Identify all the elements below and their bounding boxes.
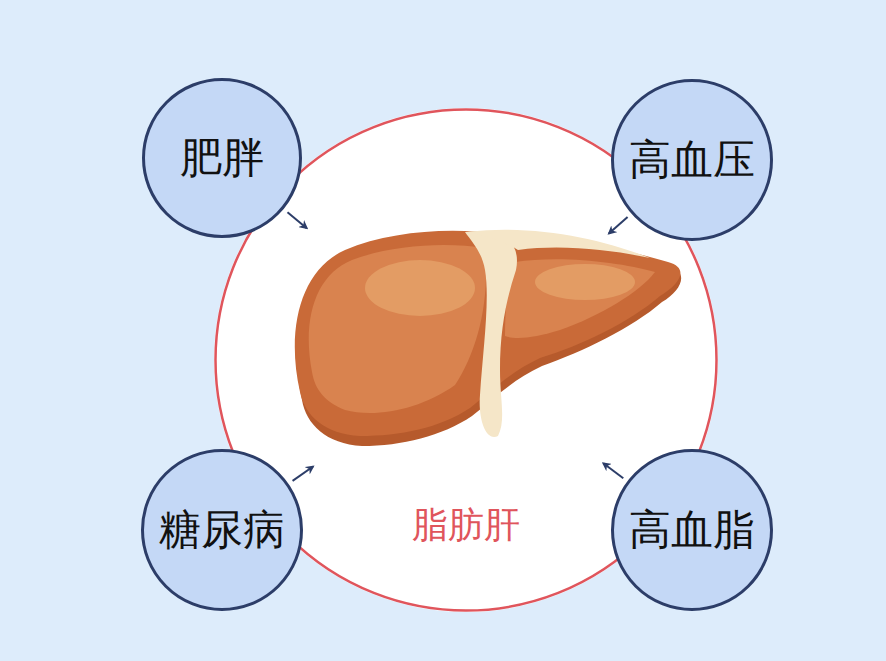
risk-label: 高血压	[629, 137, 755, 183]
arrow-connector	[609, 217, 628, 234]
risk-label: 糖尿病	[159, 507, 285, 553]
arrow-connector	[293, 467, 314, 481]
risk-label: 肥胖	[180, 135, 264, 181]
risk-circle: 肥胖	[142, 78, 302, 238]
risk-circle: 高血脂	[611, 449, 773, 611]
disease-label: 脂肪肝	[412, 505, 520, 545]
arrow-connector	[603, 463, 623, 478]
risk-circle: 高血压	[611, 79, 773, 241]
risk-circle: 糖尿病	[141, 449, 303, 611]
risk-label: 高血脂	[629, 507, 755, 553]
liver-drawing	[295, 230, 681, 446]
arrow-connector	[287, 212, 306, 228]
